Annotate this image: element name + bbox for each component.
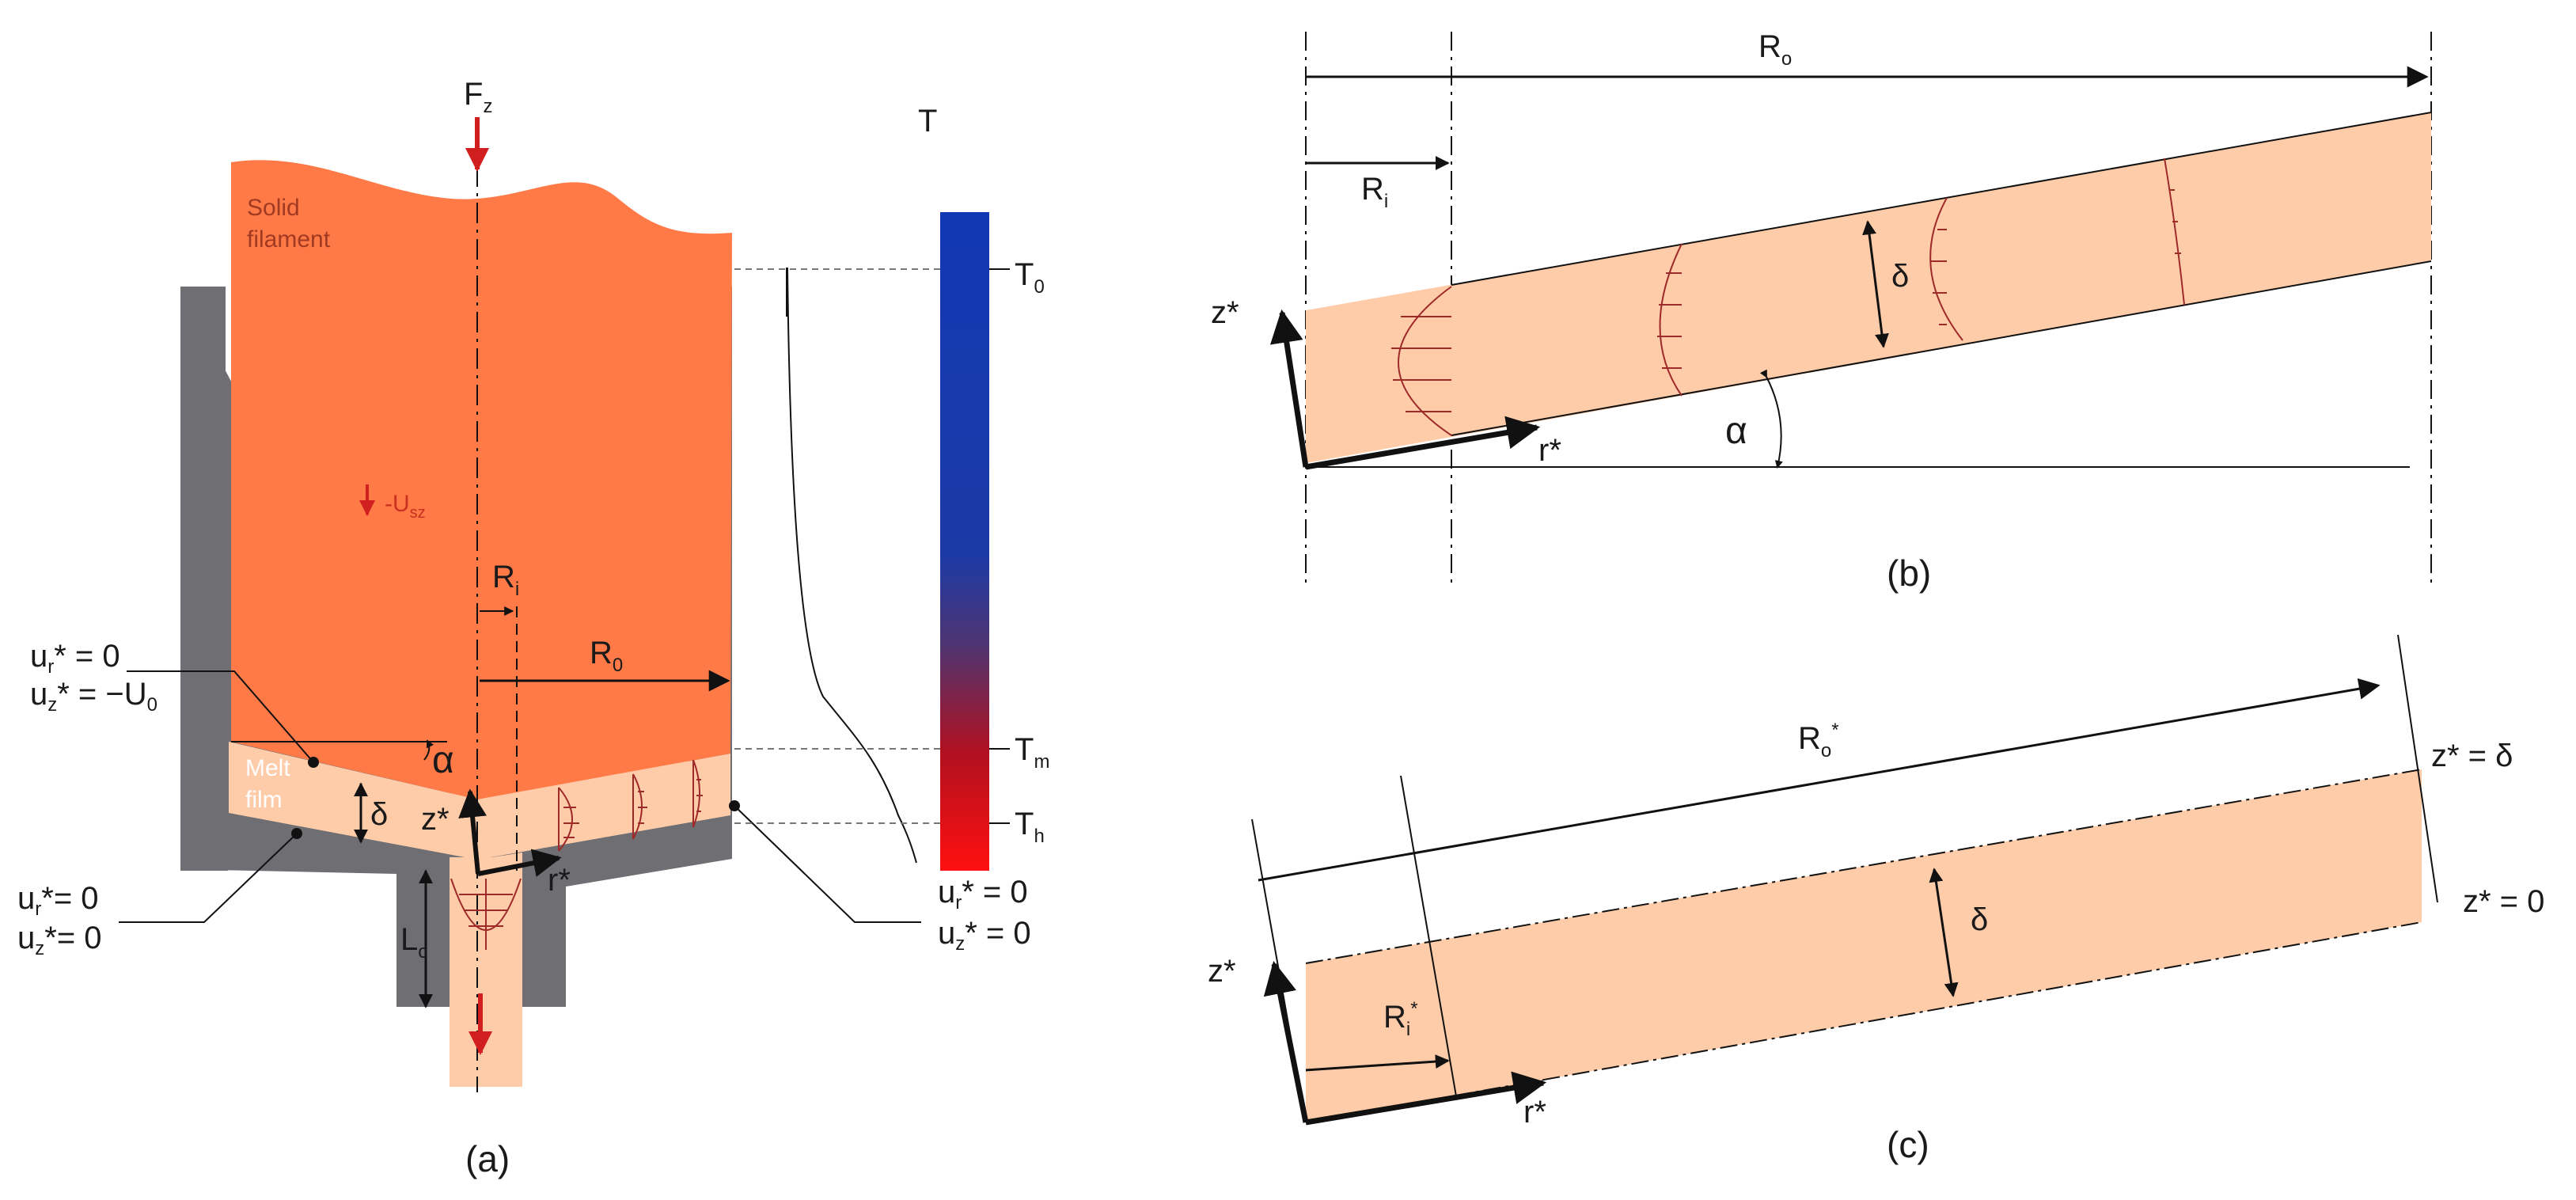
r0-label: R0 [590, 636, 623, 676]
filament-label: filament [247, 226, 331, 253]
temperature-colorbar [940, 212, 989, 871]
zstar-label-a: z* [421, 802, 450, 837]
solid-label: Solid [247, 195, 300, 221]
temperature-profile-curve [787, 267, 917, 864]
film-strip-b [1306, 112, 2431, 463]
alpha-label-b: α [1725, 410, 1747, 452]
bc-wall-right: ur* = 0 uz* = 0 [938, 875, 1031, 955]
caption-a: (a) [465, 1138, 510, 1179]
svg-text:uz* = −U0: uz* = −U0 [30, 677, 157, 716]
panel-b: Ro Ri δ α z* r* (b) [1211, 29, 2432, 594]
velocity-profiles-b [1391, 158, 2185, 436]
z-zero-label: z* = 0 [2463, 884, 2544, 919]
tick-tm: Tm [1015, 732, 1049, 773]
z-delta-label: z* = δ [2431, 739, 2513, 773]
svg-text:uz*= 0: uz*= 0 [17, 921, 102, 959]
panel-c: Ro* Ri* δ z* r* z* = δ z* = 0 (c) [1208, 634, 2544, 1165]
zstar-label-c: z* [1208, 954, 1236, 989]
force-label: Fz [464, 77, 492, 117]
caption-c: (c) [1887, 1124, 1929, 1165]
bc-top: ur* = 0 uz* = −U0 [30, 639, 157, 716]
lc-label: Lc [400, 922, 427, 963]
alpha-label-a: α [432, 739, 454, 781]
delta-label-b: δ [1891, 259, 1909, 294]
ro-label-b: Ro [1758, 29, 1792, 70]
svg-text:ur* = 0: ur* = 0 [30, 639, 120, 678]
svg-text:uz* = 0: uz* = 0 [938, 916, 1031, 955]
ri-label-b: Ri [1361, 172, 1388, 212]
delta-label-a: δ [370, 797, 388, 832]
rstar-label-b: r* [1538, 433, 1561, 468]
solid-filament [231, 160, 732, 799]
svg-text:ur* = 0: ur* = 0 [938, 875, 1028, 913]
bc-wall-left: ur*= 0 uz*= 0 [17, 881, 102, 959]
ri-label-a: Ri [492, 560, 519, 600]
rstar-label-c: r* [1523, 1095, 1546, 1130]
ri-label-c: Ri* [1383, 998, 1418, 1040]
film-strip-c [1306, 769, 2422, 1122]
colorbar-title: T [918, 104, 937, 139]
panel-a: Fz Solid filament -Usz Ri R0 Melt film α… [17, 77, 1049, 1179]
film-label: film [245, 787, 283, 813]
svg-text:ur*= 0: ur*= 0 [17, 881, 99, 920]
ro-label-c: Ro* [1798, 720, 1839, 761]
zstar-label-b: z* [1211, 295, 1239, 330]
rstar-label-a: r* [548, 863, 571, 898]
usz-label: -Usz [385, 491, 426, 522]
velocity-profiles-a [450, 759, 703, 950]
delta-label-c: δ [1971, 902, 1988, 937]
tick-th: Th [1015, 807, 1045, 847]
tick-t0: T0 [1015, 257, 1045, 298]
caption-b: (b) [1887, 553, 1931, 594]
melt-label: Melt [245, 755, 290, 781]
